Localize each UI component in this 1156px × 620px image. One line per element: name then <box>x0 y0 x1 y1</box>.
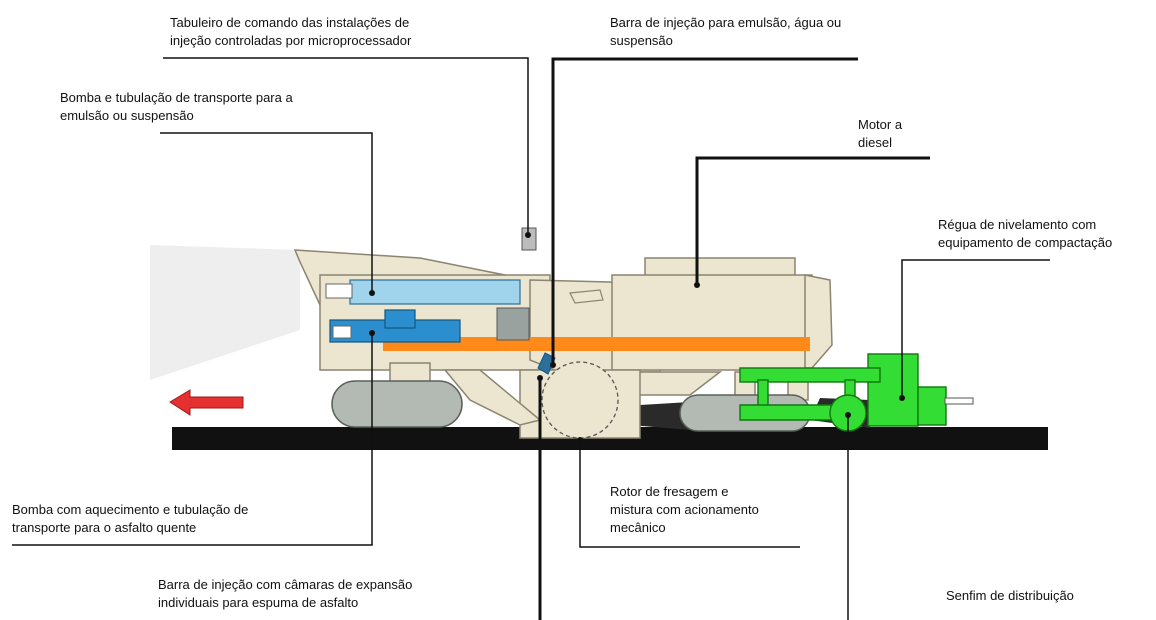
label-distribution-auger-line1: Senfim de distribuição <box>946 588 1074 603</box>
screed-side-bar <box>944 397 974 405</box>
label-control-panel-line1: Tabuleiro de comando das instalações de <box>170 15 410 30</box>
label-milling-rotor-line2: mistura com acionamento <box>610 502 759 517</box>
leveling-screed <box>739 353 947 427</box>
label-milling-rotor-line1: Rotor de fresagem e <box>610 484 729 499</box>
operator-seat <box>569 289 604 304</box>
leader-lines <box>12 57 1050 620</box>
red-arrow-left-icon <box>169 389 244 416</box>
label-control-panel-line2: injeção controladas por microprocessador <box>170 33 412 48</box>
label-foam-injection-bar-line2: individuais para espuma de asfalto <box>158 595 359 610</box>
control-panel-box <box>521 227 537 251</box>
label-leveling-screed: Régua de nivelamento com equipamento de … <box>938 216 1112 252</box>
heated-pump-unit <box>329 309 461 343</box>
label-heated-pump-line1: Bomba com aquecimento e tubulação de <box>12 502 249 517</box>
background-shadow <box>150 245 300 380</box>
label-milling-rotor-line3: mecânico <box>610 520 666 535</box>
label-foam-injection-bar-line1: Barra de injeção com câmaras de expansão <box>158 577 413 592</box>
milling-rotor <box>541 361 619 439</box>
engine-block <box>496 307 530 341</box>
leader-dots <box>369 232 905 443</box>
label-foam-injection-bar: Barra de injeção com câmaras de expansão… <box>158 576 412 612</box>
label-pump-emulsion: Bomba e tubulação de transporte para a e… <box>60 89 293 125</box>
label-injection-bar-emulsion-line2: suspensão <box>610 33 673 48</box>
orange-stripe <box>383 337 810 351</box>
emulsion-tank <box>325 279 521 305</box>
label-injection-bar-emulsion-line1: Barra de injeção para emulsão, água ou <box>610 15 842 30</box>
front-track <box>331 380 463 428</box>
label-pump-emulsion-line1: Bomba e tubulação de transporte para a <box>60 90 293 105</box>
label-injection-bar-emulsion: Barra de injeção para emulsão, água ou s… <box>610 14 841 50</box>
label-diesel-engine-line1: Motor a <box>858 117 903 132</box>
label-diesel-engine: Motor a diesel <box>858 116 902 152</box>
label-leveling-screed-line1: Régua de nivelamento com <box>938 217 1097 232</box>
label-distribution-auger: Senfim de distribuição <box>946 587 1074 605</box>
label-heated-pump-line2: transporte para o asfalto quente <box>12 520 197 535</box>
label-pump-emulsion-line2: emulsão ou suspensão <box>60 108 194 123</box>
label-control-panel: Tabuleiro de comando das instalações de … <box>170 14 411 50</box>
label-heated-pump: Bomba com aquecimento e tubulação de tra… <box>12 501 248 537</box>
label-milling-rotor: Rotor de fresagem e mistura com acioname… <box>610 483 759 537</box>
label-diesel-engine-line2: diesel <box>858 135 892 150</box>
label-leveling-screed-line2: equipamento de compactação <box>938 235 1113 250</box>
